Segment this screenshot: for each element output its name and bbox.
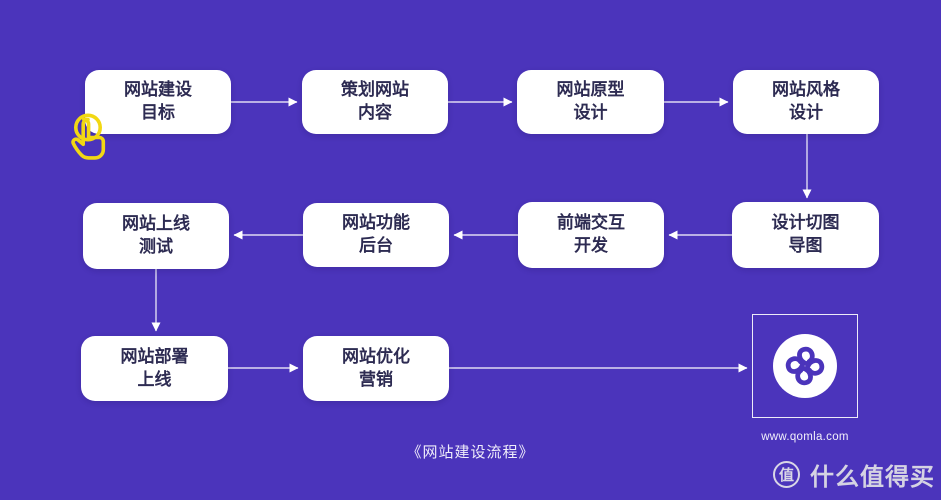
flow-node-plan: 策划网站 内容 <box>302 70 448 134</box>
flow-node-slicing: 设计切图 导图 <box>732 202 879 268</box>
company-logo <box>773 334 837 398</box>
flow-node-testing: 网站上线 测试 <box>83 203 229 269</box>
flow-node-frontend: 前端交互 开发 <box>518 202 664 268</box>
watermark: 值 什么值得买 <box>773 457 937 492</box>
flow-node-prototype: 网站原型 设计 <box>517 70 664 134</box>
flow-node-style: 网站风格 设计 <box>733 70 879 134</box>
tap-cursor-icon <box>71 113 106 160</box>
watermark-label: 什么值得买 <box>810 464 935 491</box>
flow-node-goal: 网站建设 目标 <box>85 70 231 134</box>
company-logo-frame <box>752 314 858 418</box>
flow-node-deploy: 网站部署 上线 <box>81 336 228 401</box>
flow-node-backend: 网站功能 后台 <box>303 203 449 267</box>
smzdm-badge-icon: 值 <box>773 461 800 488</box>
flow-node-marketing: 网站优化 营销 <box>303 336 449 401</box>
website-url: www.qomla.com <box>761 431 849 443</box>
qomla-logo-icon <box>785 346 825 386</box>
diagram-caption: 《网站建设流程》 <box>406 444 535 461</box>
